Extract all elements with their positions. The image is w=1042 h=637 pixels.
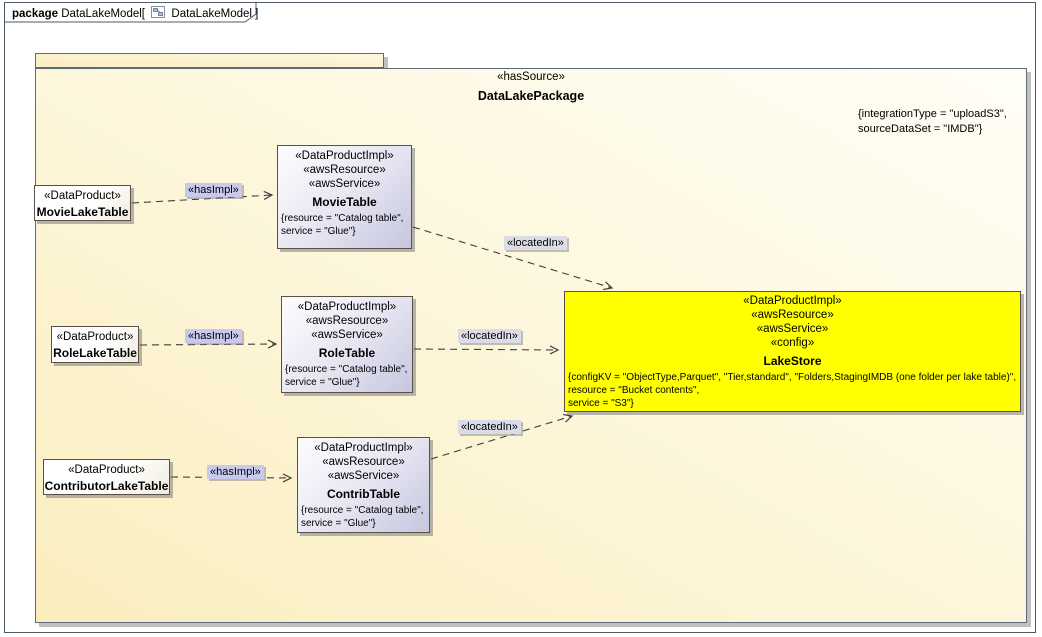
- node-name: MovieTable: [312, 195, 377, 209]
- located-in-label-contrib[interactable]: «locatedIn»: [458, 420, 521, 434]
- has-impl-label-role[interactable]: «hasImpl»: [185, 329, 242, 343]
- node-name: MovieLakeTable: [36, 205, 129, 219]
- node-constraint: service = "Glue"}: [281, 226, 356, 237]
- node-contrib-table[interactable]: «DataProductImpl» «awsResource» «awsServ…: [297, 437, 430, 533]
- package-tab[interactable]: [35, 53, 384, 68]
- located-in-label-role[interactable]: «locatedIn»: [458, 329, 521, 343]
- node-constraint: service = "S3"}: [568, 398, 634, 409]
- node-stereotype: «DataProduct»: [68, 464, 145, 476]
- diagram-frame-header: package DataLakeModel[ DataLakeModel ]: [12, 6, 258, 20]
- node-stereotype: «awsResource»: [751, 309, 834, 321]
- node-name: ContribTable: [326, 487, 401, 501]
- node-stereotype: «DataProductImpl»: [314, 442, 413, 454]
- node-stereotype: «awsService»: [308, 178, 381, 190]
- annotation-line: sourceDataSet = "IMDB"}: [858, 123, 983, 135]
- node-stereotype: «awsResource»: [305, 315, 389, 327]
- has-impl-label-contributor[interactable]: «hasImpl»: [207, 465, 264, 479]
- node-stereotype: «config»: [770, 337, 815, 349]
- node-constraint: {resource = "Catalog table",: [285, 364, 408, 375]
- frame-keyword: package: [12, 8, 59, 20]
- node-constraint: service = "Glue"}: [285, 377, 360, 388]
- has-impl-label-movie[interactable]: «hasImpl»: [185, 183, 242, 197]
- node-stereotype: «awsResource»: [322, 456, 405, 468]
- package-name: DataLakePackage: [477, 89, 585, 103]
- node-movie-lake-table[interactable]: «DataProduct» MovieLakeTable: [34, 185, 131, 221]
- node-constraint: {configKV = "ObjectType,Parquet", "Tier,…: [568, 372, 1017, 383]
- node-name: ContributorLakeTable: [44, 479, 169, 493]
- node-stereotype: «DataProductImpl»: [743, 295, 842, 307]
- node-stereotype: «awsService»: [327, 470, 400, 482]
- node-stereotype: «DataProductImpl»: [295, 150, 394, 162]
- package-stereotype: «hasSource»: [497, 71, 565, 83]
- node-constraint: {resource = "Catalog table",: [301, 505, 424, 516]
- package-annotation[interactable]: {integrationType = "uploadS3", sourceDat…: [858, 107, 1038, 137]
- node-constraint: {resource = "Catalog table",: [281, 213, 404, 224]
- node-name: RoleTable: [318, 346, 376, 360]
- node-contributor-lake-table[interactable]: «DataProduct» ContributorLakeTable: [43, 459, 170, 495]
- node-lake-store[interactable]: «DataProductImpl» «awsResource» «awsServ…: [564, 291, 1021, 412]
- frame-diagram-name: DataLakeModel ]: [171, 8, 259, 20]
- annotation-line: {integrationType = "uploadS3",: [858, 108, 1007, 120]
- node-name: LakeStore: [763, 354, 822, 368]
- node-stereotype: «DataProductImpl»: [297, 301, 397, 313]
- node-stereotype: «awsService»: [756, 323, 829, 335]
- node-stereotype: «DataProduct»: [44, 190, 121, 202]
- node-role-lake-table[interactable]: «DataProduct» RoleLakeTable: [51, 326, 139, 363]
- node-stereotype: «awsResource»: [303, 164, 386, 176]
- node-constraint: service = "Glue"}: [301, 518, 376, 529]
- located-in-label-movie[interactable]: «locatedIn»: [504, 236, 567, 250]
- node-constraint: resource = "Bucket contents",: [568, 385, 700, 396]
- node-name: RoleLakeTable: [53, 346, 137, 360]
- node-stereotype: «awsService»: [311, 329, 383, 341]
- node-stereotype: «DataProduct»: [56, 331, 134, 343]
- package-name-compartment: «hasSource» DataLakePackage: [35, 71, 1027, 103]
- frame-model-name: DataLakeModel[: [61, 8, 145, 20]
- package-diagram-icon: [151, 6, 166, 18]
- node-role-table[interactable]: «DataProductImpl» «awsResource» «awsServ…: [281, 296, 413, 393]
- node-movie-table[interactable]: «DataProductImpl» «awsResource» «awsServ…: [277, 145, 412, 249]
